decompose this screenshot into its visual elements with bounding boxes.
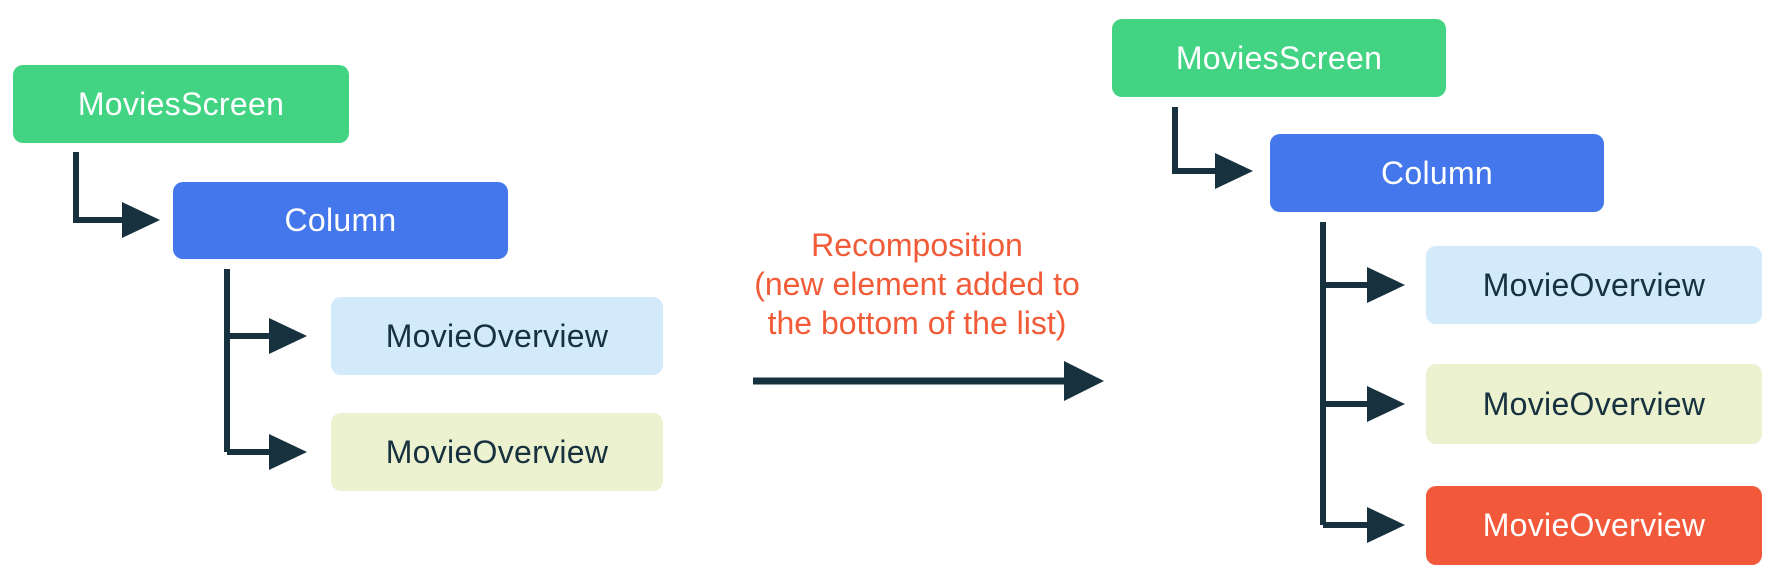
recomposition-annotation: Recomposition (new element added to the … bbox=[687, 226, 1147, 343]
recomposition-arrow bbox=[753, 361, 1104, 401]
left-movieoverview-node-2: MovieOverview bbox=[331, 413, 663, 491]
annotation-line-1: Recomposition bbox=[811, 227, 1023, 263]
left-column-to-children-connector bbox=[224, 269, 307, 470]
annotation-line-2: (new element added to bbox=[754, 266, 1080, 302]
right-movieoverview-node-3-new: MovieOverview bbox=[1426, 486, 1762, 565]
right-column-node: Column bbox=[1270, 134, 1604, 212]
left-column-node: Column bbox=[173, 182, 508, 259]
right-movieoverview-node-2: MovieOverview bbox=[1426, 364, 1762, 444]
left-movieoverview-node-1: MovieOverview bbox=[331, 297, 663, 375]
right-root-to-column-connector bbox=[1172, 107, 1253, 189]
annotation-line-3: the bottom of the list) bbox=[767, 305, 1067, 341]
left-root-to-column-connector bbox=[73, 152, 160, 238]
left-moviesscreen-node: MoviesScreen bbox=[13, 65, 349, 143]
right-movieoverview-node-1: MovieOverview bbox=[1426, 246, 1762, 324]
right-moviesscreen-node: MoviesScreen bbox=[1112, 19, 1446, 97]
right-column-to-children-connector bbox=[1320, 222, 1405, 543]
